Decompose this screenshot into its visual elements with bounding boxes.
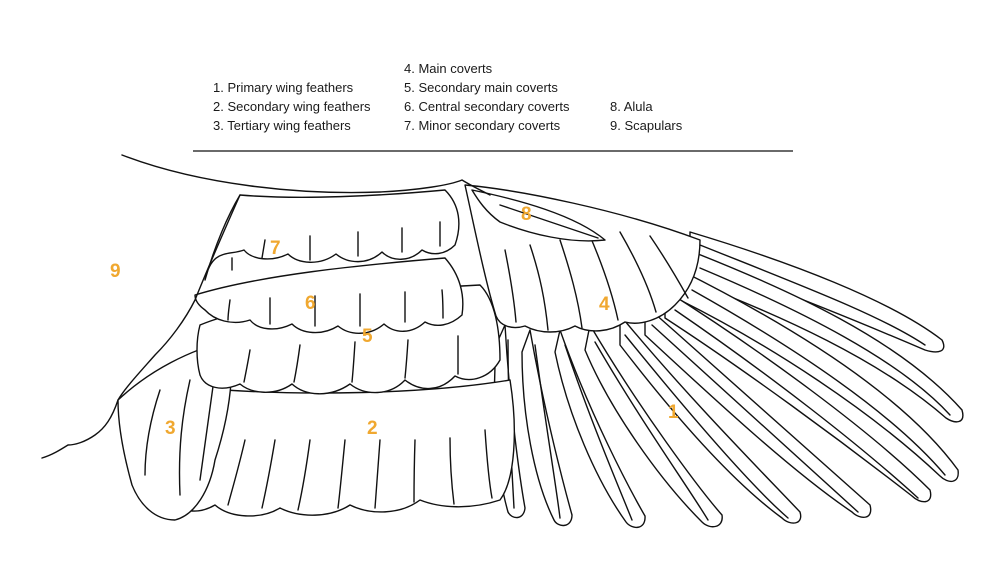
part-label-9: 9 (110, 261, 121, 282)
wing-illustration (41, 154, 964, 529)
scapulars-outline (41, 194, 241, 459)
minor-secondary-coverts (204, 189, 460, 281)
primary-feathers (493, 231, 964, 529)
part-label-7: 7 (270, 238, 281, 259)
legend-item-7: 7. Minor secondary coverts (404, 118, 561, 133)
part-label-3: 3 (165, 418, 176, 439)
part-label-8: 8 (521, 204, 532, 225)
legend-item-2: 2. Secondary wing feathers (213, 99, 371, 114)
part-numbers: 1 2 3 4 5 6 7 8 9 (110, 204, 679, 439)
part-label-5: 5 (362, 326, 373, 347)
part-label-1: 1 (668, 402, 679, 423)
legend-item-8: 8. Alula (610, 99, 653, 114)
legend-item-6: 6. Central secondary coverts (404, 99, 570, 114)
legend-item-3: 3. Tertiary wing feathers (213, 118, 351, 133)
legend-item-4: 4. Main coverts (404, 61, 493, 76)
part-label-6: 6 (305, 293, 316, 314)
legend-item-1: 1. Primary wing feathers (213, 80, 354, 95)
part-label-4: 4 (599, 294, 610, 315)
wing-leading-edge (121, 154, 491, 196)
legend-item-9: 9. Scapulars (610, 118, 683, 133)
legend-item-5: 5. Secondary main coverts (404, 80, 558, 95)
legend: 1. Primary wing feathers 2. Secondary wi… (193, 61, 793, 152)
part-label-2: 2 (367, 418, 378, 439)
alula (471, 189, 606, 242)
central-secondary-coverts (194, 257, 464, 334)
